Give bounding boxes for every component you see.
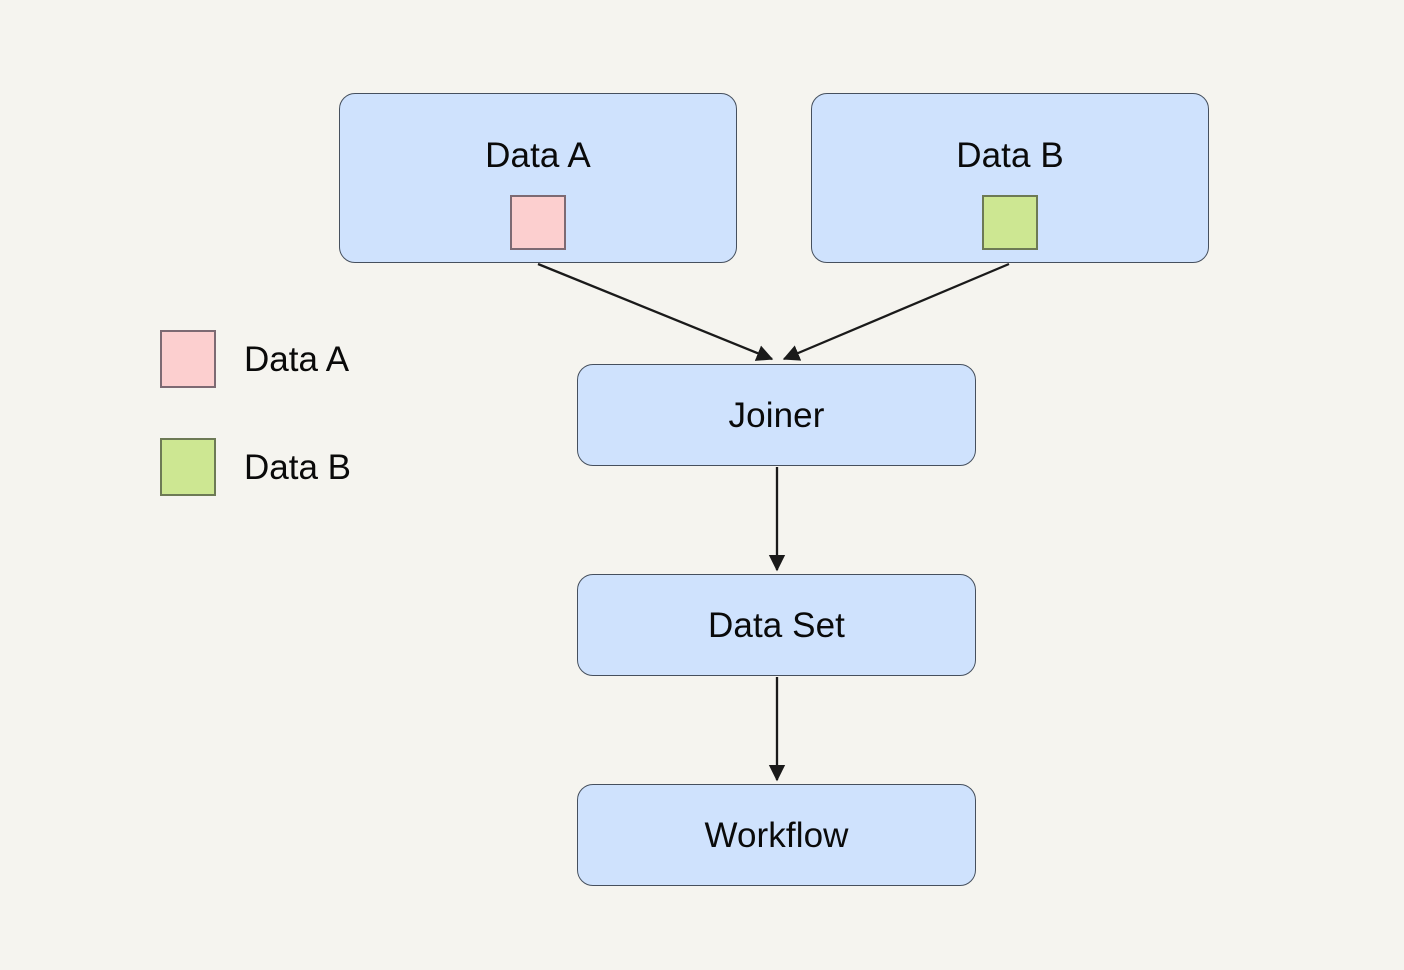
- node-data-b[interactable]: Data B: [811, 93, 1209, 263]
- node-joiner-label: Joiner: [728, 395, 825, 435]
- node-data-b-label: Data B: [956, 136, 1064, 175]
- node-workflow[interactable]: Workflow: [577, 784, 976, 886]
- edge-data-a-to-joiner: [537, 262, 774, 361]
- node-data-set[interactable]: Data Set: [577, 574, 976, 676]
- legend-label-data-a: Data A: [244, 339, 350, 379]
- legend-label-data-b: Data B: [244, 447, 351, 487]
- legend-swatch-data-b: [160, 438, 216, 496]
- node-workflow-label: Workflow: [704, 815, 849, 855]
- legend: Data A Data B: [160, 330, 460, 496]
- data-b-color-swatch: [982, 195, 1038, 250]
- legend-item-data-b: Data B: [160, 438, 460, 496]
- node-data-a-label: Data A: [485, 136, 591, 175]
- node-joiner[interactable]: Joiner: [577, 364, 976, 466]
- data-a-color-swatch: [510, 195, 566, 250]
- edge-data-b-to-joiner: [782, 262, 1010, 361]
- legend-item-data-a: Data A: [160, 330, 460, 388]
- node-data-a[interactable]: Data A: [339, 93, 737, 263]
- node-data-set-label: Data Set: [708, 605, 845, 645]
- legend-swatch-data-a: [160, 330, 216, 388]
